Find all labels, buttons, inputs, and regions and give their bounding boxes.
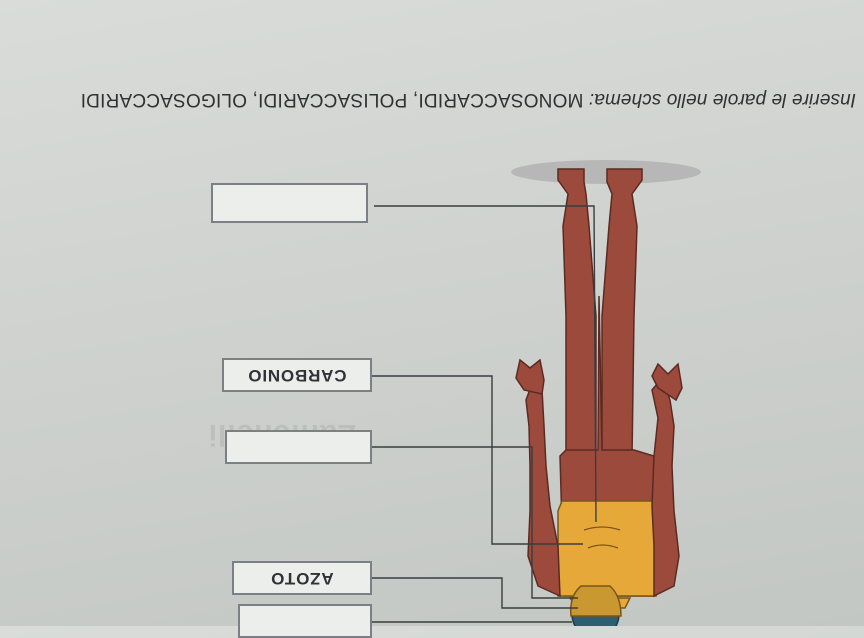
answer-box-3[interactable]: [225, 430, 372, 464]
torso-line-1: [587, 544, 619, 549]
torso-upper: [557, 500, 657, 597]
floor-shadow: [511, 160, 701, 184]
left-arm: [651, 376, 680, 598]
leader-line-2: [372, 577, 578, 609]
leader-line-4: [372, 375, 583, 545]
left-leg: [601, 168, 643, 459]
answer-box-1[interactable]: [238, 604, 372, 638]
head-face: [569, 585, 622, 617]
right-leg: [557, 168, 597, 459]
label-box-azoto: AZOTO: [232, 561, 372, 595]
leader-line-3: [372, 446, 578, 599]
right-arm: [525, 374, 561, 598]
label-box-carbonio: CARBONIO: [222, 358, 372, 392]
leader-line-5: [374, 205, 597, 523]
torso-line-2: [583, 526, 621, 531]
right-hand: [515, 358, 545, 395]
answer-box-5[interactable]: [211, 183, 368, 223]
left-hand: [651, 362, 683, 402]
